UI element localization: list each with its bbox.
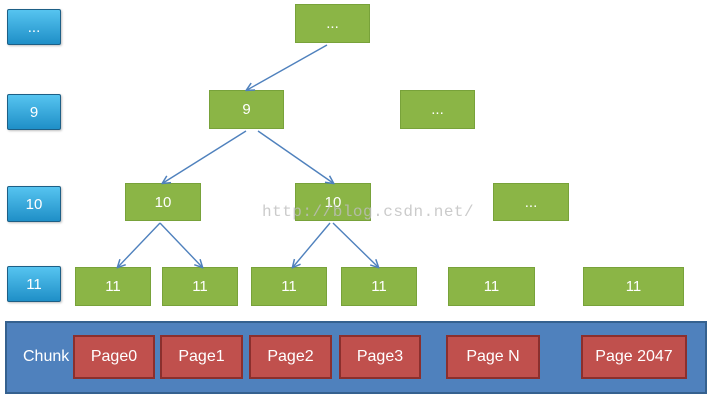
tree-node-label: 11 xyxy=(371,278,387,295)
watermark-text: http://blog.csdn.net/ xyxy=(262,203,475,221)
page-label: Page1 xyxy=(178,348,225,365)
chunk-bar: Chunk Page0 Page1 Page2 Page3 Page N Pag… xyxy=(5,321,707,394)
tree-node-label: ... xyxy=(431,101,444,118)
level-marker-label: 11 xyxy=(26,275,42,293)
tree-node-label: ... xyxy=(524,193,538,211)
edge-10a-to-11a xyxy=(118,222,161,267)
edge-9-to-10-right xyxy=(257,130,333,183)
tree-node-11-a: 11 xyxy=(75,267,151,306)
edge-9-to-10-left xyxy=(163,130,247,183)
tree-node-label: 11 xyxy=(281,278,297,295)
page-block-1: Page1 xyxy=(160,335,243,379)
page-label: Page 2047 xyxy=(595,348,673,365)
tree-node-label: 11 xyxy=(625,278,642,295)
page-label: Page N xyxy=(466,348,520,365)
edge-root-to-9 xyxy=(247,44,328,90)
tree-node-label: 9 xyxy=(242,101,251,118)
level-marker-label: 9 xyxy=(29,103,39,121)
level-marker-10: 10 xyxy=(7,186,61,222)
tree-node-label: ... xyxy=(326,15,339,32)
page-label: Page3 xyxy=(356,348,404,365)
tree-node-10-c: ... xyxy=(493,183,569,221)
level-marker-9: 9 xyxy=(7,94,61,130)
tree-node-9-a: 9 xyxy=(209,90,284,129)
edge-10b-to-11c xyxy=(293,222,331,267)
tree-node-11-f: 11 xyxy=(583,267,684,306)
edge-10a-to-11b xyxy=(159,222,202,267)
tree-node-root: ... xyxy=(295,4,370,43)
page-label: Page0 xyxy=(90,348,138,365)
tree-node-10-a: 10 xyxy=(125,183,201,221)
tree-node-11-c: 11 xyxy=(251,267,327,306)
page-block-2: Page2 xyxy=(249,335,332,379)
page-block-2047: Page 2047 xyxy=(581,335,687,379)
chunk-label: Chunk xyxy=(23,348,70,365)
level-marker-top: ... xyxy=(7,9,61,45)
page-block-0: Page0 xyxy=(73,335,155,379)
page-block-n: Page N xyxy=(446,335,540,379)
tree-node-label: 10 xyxy=(324,193,342,211)
tree-node-11-d: 11 xyxy=(341,267,417,306)
level-marker-11: 11 xyxy=(7,266,61,302)
page-label: Page2 xyxy=(267,348,314,365)
page-block-3: Page3 xyxy=(339,335,421,379)
tree-node-label: 10 xyxy=(154,193,172,211)
tree-node-11-b: 11 xyxy=(162,267,238,306)
tree-node-9-b: ... xyxy=(400,90,475,129)
tree-node-10-b: 10 xyxy=(295,183,371,221)
tree-node-label: 11 xyxy=(105,278,121,295)
tree-node-label: 11 xyxy=(483,278,500,295)
level-marker-label: ... xyxy=(27,18,41,36)
level-marker-label: 10 xyxy=(25,195,43,213)
tree-node-11-e: 11 xyxy=(448,267,535,306)
tree-node-label: 11 xyxy=(192,278,208,295)
edge-10b-to-11d xyxy=(332,222,378,267)
